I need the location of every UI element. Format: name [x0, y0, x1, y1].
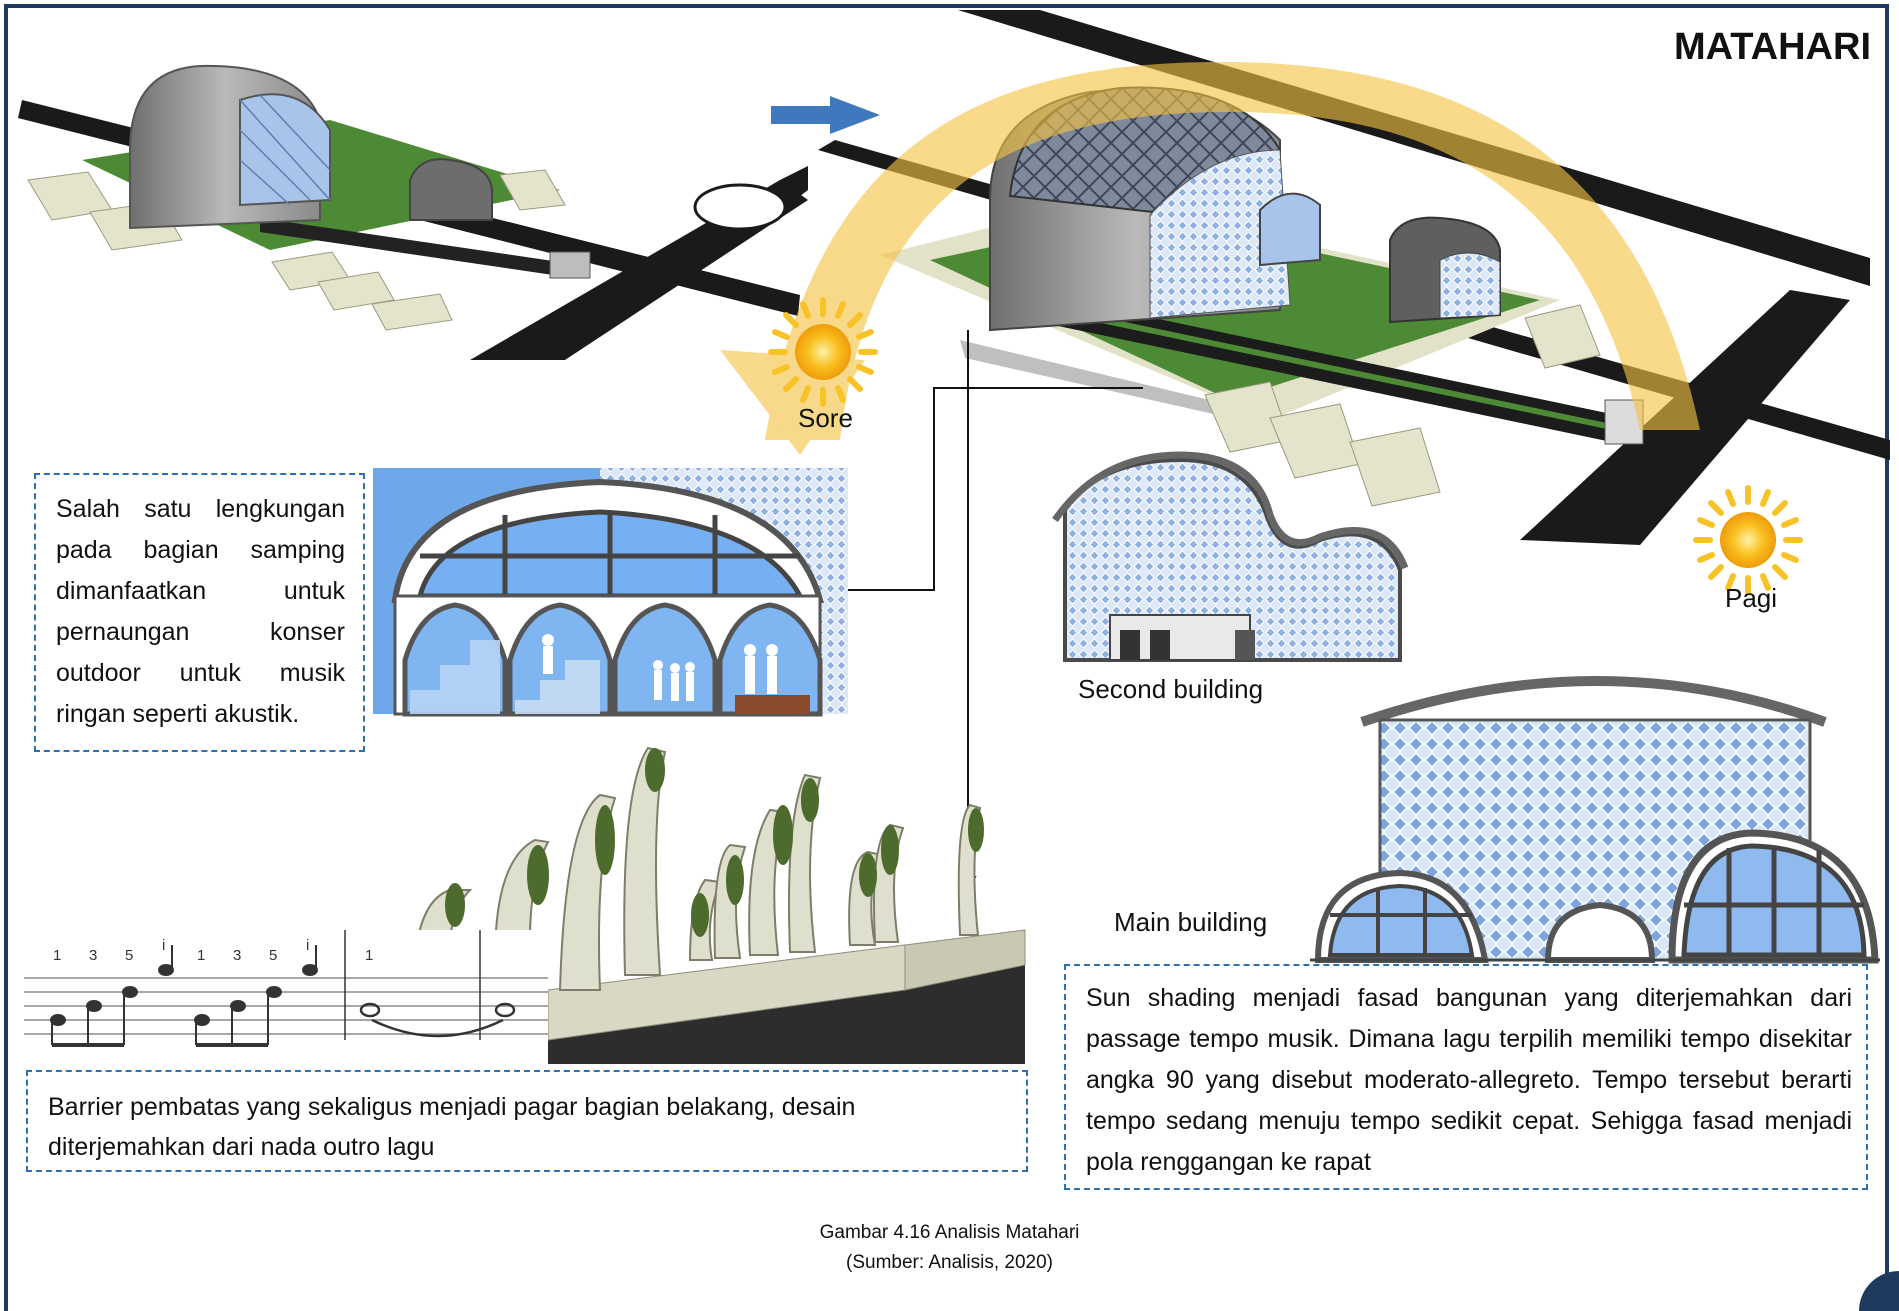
barrier-note-box: Barrier pembatas yang sekaligus menjadi …: [26, 1070, 1028, 1172]
large-site-plan: [818, 10, 1890, 545]
notation-number: 1: [365, 947, 373, 964]
second-building-label: Second building: [1078, 674, 1264, 704]
figure-caption: Gambar 4.16 Analisis Matahari: [819, 1222, 1080, 1243]
figure-source: (Sumber: Analisis, 2020): [846, 1252, 1053, 1273]
main-building-elevation: [1310, 676, 1880, 964]
notation-number: 5: [125, 947, 133, 964]
morning-sun-label: Pagi: [1725, 583, 1778, 613]
second-building-elevation: [1052, 451, 1409, 662]
right-arrow-icon: [771, 96, 880, 134]
afternoon-sun-label: Sore: [798, 403, 853, 433]
notation-number: 5: [269, 947, 277, 964]
notation-number: i: [306, 937, 309, 954]
small-site-plan: [18, 64, 808, 360]
page-title: MATAHARI: [1674, 26, 1871, 68]
notation-number: 1: [53, 947, 61, 964]
notation-number: 3: [233, 947, 241, 964]
page-frame: [4, 4, 1889, 1311]
notation-number: i: [162, 937, 165, 954]
arch-section-drawing: [373, 468, 848, 717]
notation-number: 3: [89, 947, 97, 964]
barrier-rendering: [413, 746, 1026, 1064]
arch-note-box: Salah satu lengkungan pada bagian sampin…: [34, 473, 365, 752]
facade-note-box: Sun shading menjadi fasad bangunan yang …: [1064, 964, 1868, 1190]
music-notation-excerpt: 1 3 5 i 1 3 5 i 1: [24, 930, 548, 1050]
sun-icon: [1696, 488, 1800, 592]
main-building-label: Main building: [1114, 907, 1268, 937]
sun-icon: [771, 300, 875, 404]
notation-number: 1: [197, 947, 205, 964]
